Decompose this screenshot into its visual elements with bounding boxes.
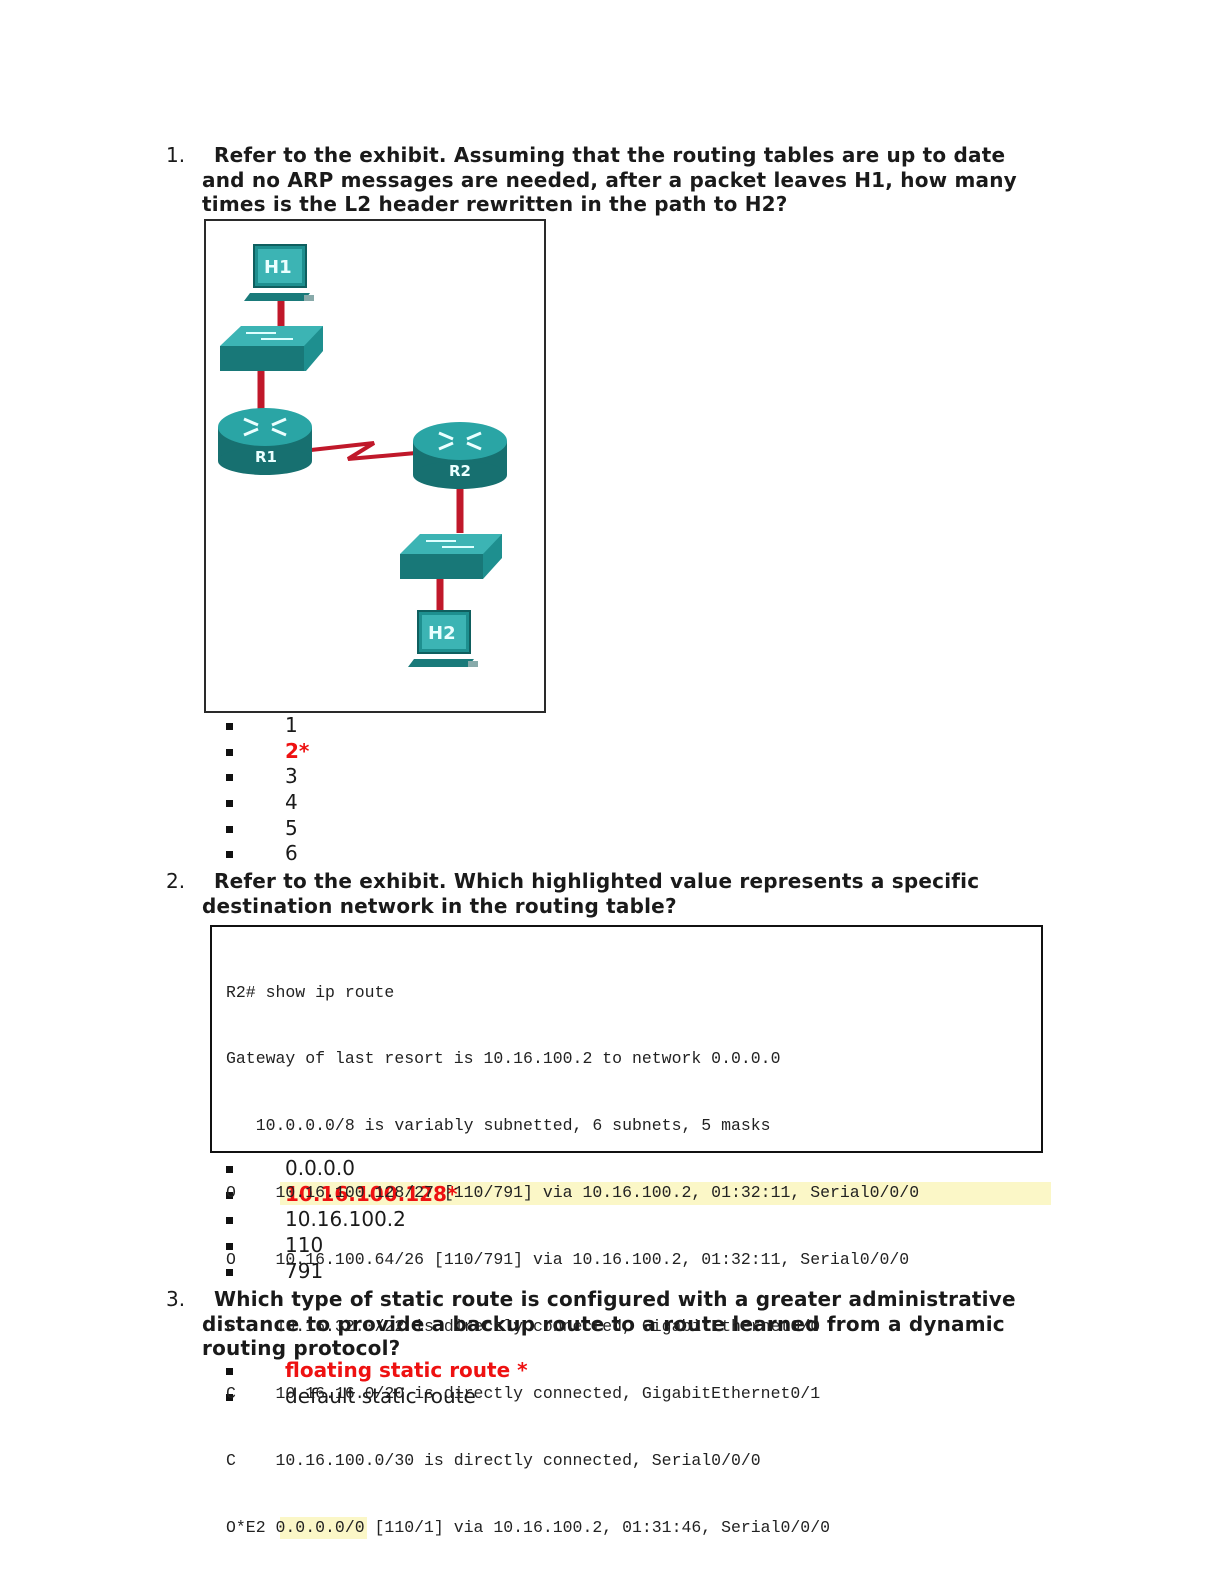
host-h2-icon: H2 [408,610,478,667]
bullet-icon [226,748,233,756]
h2-label: H2 [428,623,456,644]
cli-line: Gateway of last resort is 10.16.100.2 to… [226,1049,781,1069]
bullet-icon [226,1166,233,1173]
bullet-icon [226,1393,233,1401]
bullet-icon [226,774,233,782]
bullet-icon [226,1217,233,1225]
question-number: 2. [166,869,186,893]
router-r2-icon: R2 [413,422,507,489]
switch-2-icon [400,534,502,579]
cli-line-highlighted: O 10.16.100.128/27 [110/791] via 10.16.1… [226,1182,1051,1205]
host-h1-icon: H1 [244,244,314,301]
cli-line: C 10.16.16.0/20 is directly connected, G… [226,1383,821,1403]
cli-line: 10.0.0.0/8 is variably subnetted, 6 subn… [226,1116,771,1136]
cli-output: R2# show ip route Gateway of last resort… [226,937,1051,1584]
cli-line: C 10.16.32.0/22 is directly connected, G… [226,1317,821,1337]
bullet-icon [226,825,233,833]
routing-table-exhibit: R2# show ip route Gateway of last resort… [210,925,1051,1540]
highlight-default-route [280,1516,367,1540]
cli-line: R2# show ip route [226,982,395,1002]
cli-line: O*E2 0.0.0.0/0 [110/1] via 10.16.100.2, … [226,1516,919,1540]
question-text: Refer to the exhibit. Assuming that the … [202,143,1017,216]
switch-1-icon [220,326,323,371]
topology-diagram: H1 R1 R2 [218,244,507,667]
bullet-icon [226,1268,233,1276]
question-number: 1. [166,143,186,167]
serial-link-r1-r2 [310,441,417,461]
r2-label: R2 [449,462,471,480]
bullet-icon [226,1191,233,1199]
bullet-icon [226,851,233,859]
highlight-bar [280,1182,1051,1205]
bullet-icon [226,723,233,730]
network-topology-exhibit: H1 R1 R2 [204,219,546,713]
r1-label: R1 [255,448,277,466]
cli-line: O 10.16.100.64/26 [110/791] via 10.16.10… [226,1250,910,1270]
cli-line: C 10.16.100.0/30 is directly connected, … [226,1450,761,1470]
h1-label: H1 [264,257,292,278]
question-number: 3. [166,1287,186,1311]
question-text: Which type of static route is configured… [202,1287,1016,1360]
router-r1-icon: R1 [218,408,312,475]
bullet-icon [226,1243,233,1251]
question-text: Refer to the exhibit. Which highlighted … [202,869,980,918]
bullet-icon [226,1368,233,1375]
bullet-icon [226,800,233,808]
